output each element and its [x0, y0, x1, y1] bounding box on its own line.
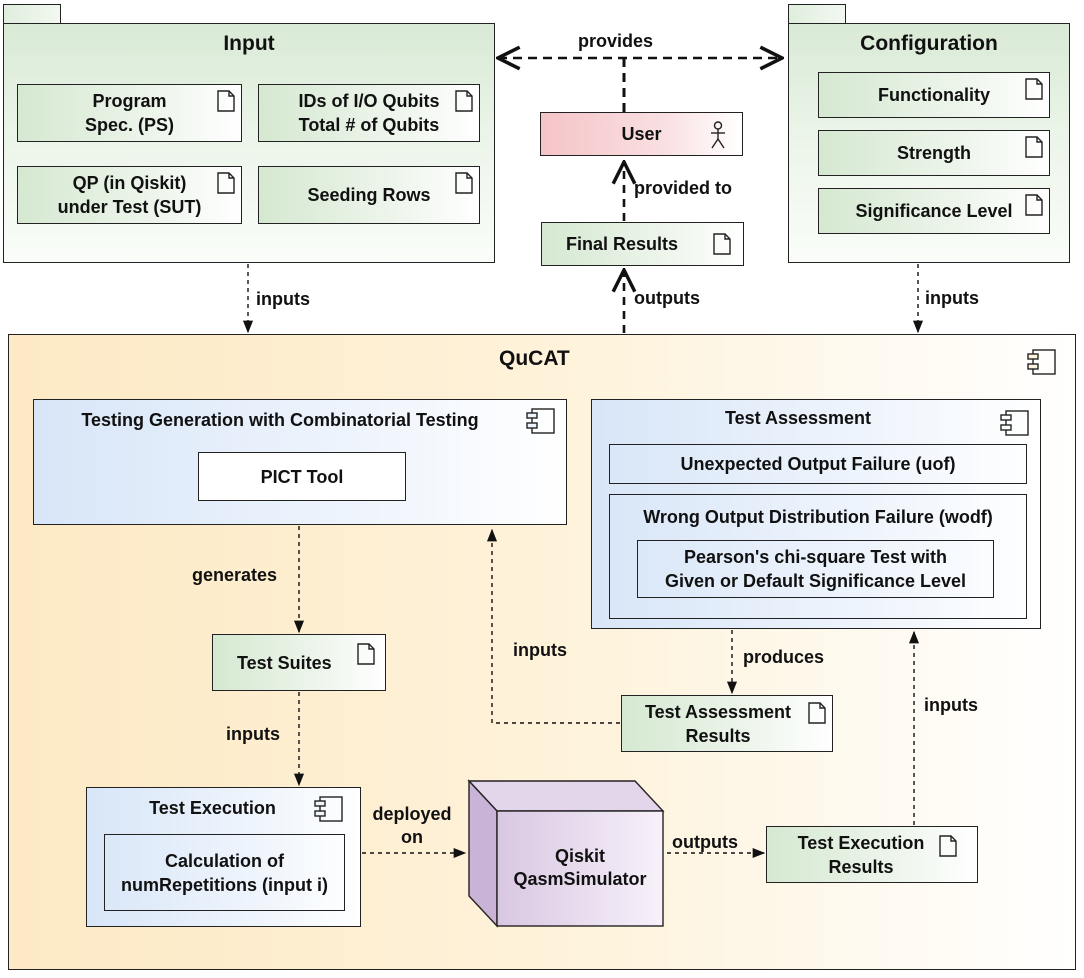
- pearson-label: Pearson's chi-square Test with Given or …: [664, 547, 967, 591]
- artifact-test-execution-results: Test Execution Results: [766, 826, 978, 883]
- qasm-simulator-label: Qiskit QasmSimulator: [513, 846, 647, 889]
- document-icon: [455, 90, 473, 112]
- artifact-label: Test Assessment Results: [644, 701, 792, 746]
- artifact-functionality: Functionality: [818, 72, 1050, 118]
- label-outputs-final: outputs: [634, 288, 700, 308]
- label-provided-to: provided to: [634, 178, 732, 198]
- document-icon: [357, 643, 375, 665]
- pict-tool-label: PICT Tool: [260, 466, 344, 487]
- document-icon: [713, 233, 731, 255]
- test-generation-title: Testing Generation with Combinatorial Te…: [81, 410, 479, 430]
- artifact-label: Functionality: [878, 85, 990, 105]
- artifact-final-results: Final Results: [541, 222, 744, 266]
- artifact-seeding-rows: Seeding Rows: [258, 166, 480, 224]
- document-icon: [1025, 194, 1043, 216]
- component-icon: [1000, 410, 1029, 436]
- artifact-qp-under-test: QP (in Qiskit) under Test (SUT): [17, 166, 242, 224]
- artifact-strength: Strength: [818, 130, 1050, 176]
- uof-label: Unexpected Output Failure (uof): [680, 454, 956, 474]
- qasm-simulator-node: [467, 779, 665, 928]
- user-actor: User: [540, 112, 743, 156]
- label-inputs-suites: inputs: [226, 724, 280, 744]
- label-outputs-sim: outputs: [672, 832, 738, 852]
- label-inputs-left: inputs: [256, 289, 310, 309]
- pict-tool: PICT Tool: [198, 452, 406, 501]
- wodf-label: Wrong Output Distribution Failure (wodf): [643, 507, 993, 527]
- pearson-box: Pearson's chi-square Test with Given or …: [637, 540, 994, 598]
- artifact-label: Significance Level: [855, 201, 1013, 221]
- artifact-label: Seeding Rows: [307, 185, 431, 205]
- artifact-label: Test Suites: [237, 652, 332, 673]
- test-assessment-title: Test Assessment: [724, 408, 872, 428]
- calculation-label: Calculation of numRepetitions (input i): [121, 850, 328, 895]
- artifact-label: Strength: [897, 143, 971, 163]
- test-execution-component: Test Execution: [86, 787, 361, 927]
- document-icon: [455, 172, 473, 194]
- artifact-test-suites: Test Suites: [212, 634, 386, 691]
- document-icon: [808, 702, 826, 724]
- label-inputs-right: inputs: [925, 288, 979, 308]
- label-provides: provides: [578, 31, 654, 51]
- input-package-title: Input: [223, 32, 275, 55]
- component-icon: [314, 796, 343, 822]
- configuration-package-title: Configuration: [860, 32, 998, 55]
- actor-icon: [711, 121, 725, 149]
- qucat-title: QuCAT: [499, 347, 570, 370]
- label-produces: produces: [743, 647, 825, 667]
- test-assessment-component: Test Assessment: [591, 399, 1041, 629]
- component-icon: [1027, 349, 1056, 375]
- artifact-significance-level: Significance Level: [818, 188, 1050, 234]
- label-inputs-exec-results: inputs: [924, 695, 978, 715]
- label-generates: generates: [192, 565, 278, 585]
- artifact-label: IDs of I/O Qubits Total # of Qubits: [298, 91, 440, 135]
- label-deployed-on: deployed on: [372, 804, 452, 847]
- user-label: User: [621, 123, 662, 144]
- artifact-label: Test Execution Results: [797, 832, 925, 877]
- configuration-package-tab: [788, 4, 846, 24]
- uof-box: Unexpected Output Failure (uof): [609, 444, 1027, 484]
- artifact-qubit-ids: IDs of I/O Qubits Total # of Qubits: [258, 84, 480, 142]
- artifact-label: Final Results: [566, 234, 679, 254]
- document-icon: [217, 90, 235, 112]
- calculation-box: Calculation of numRepetitions (input i): [104, 834, 345, 911]
- artifact-test-assessment-results: Test Assessment Results: [621, 695, 833, 752]
- document-icon: [1025, 136, 1043, 158]
- artifact-label: QP (in Qiskit) under Test (SUT): [57, 173, 202, 217]
- input-package: Input: [3, 23, 495, 263]
- document-icon: [939, 835, 957, 857]
- document-icon: [217, 172, 235, 194]
- artifact-program-spec: Program Spec. (PS): [17, 84, 242, 142]
- input-package-tab: [3, 4, 61, 24]
- test-execution-title: Test Execution: [149, 798, 276, 818]
- document-icon: [1025, 78, 1043, 100]
- artifact-label: Program Spec. (PS): [84, 91, 175, 135]
- label-inputs-feedback: inputs: [513, 640, 567, 660]
- component-icon: [526, 408, 555, 434]
